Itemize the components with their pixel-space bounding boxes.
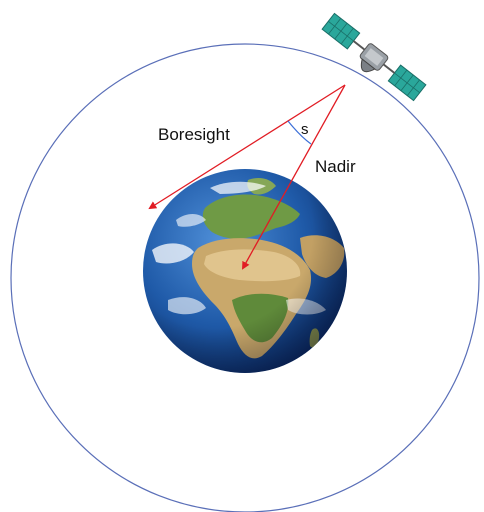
angle-label: s xyxy=(301,121,309,138)
nadir-label: Nadir xyxy=(315,157,356,176)
boresight-vector xyxy=(148,84,346,210)
boresight-label: Boresight xyxy=(158,125,230,144)
satellite-icon xyxy=(321,12,427,102)
orbit-circle xyxy=(10,43,480,512)
angle-arc xyxy=(287,120,312,145)
earth-globe-icon xyxy=(143,169,347,373)
nadir-vector xyxy=(242,84,346,270)
